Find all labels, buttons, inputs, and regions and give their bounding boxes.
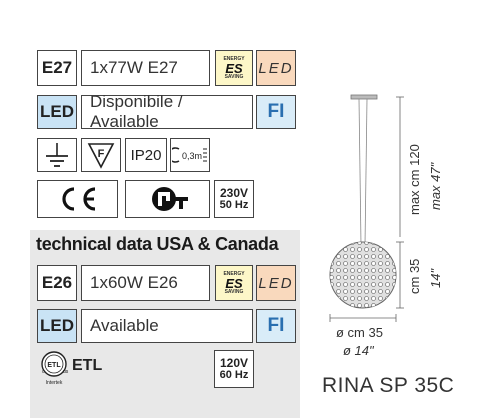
svg-text:ETL: ETL: [47, 362, 61, 369]
usa-bulb-box: 1x60W E26: [81, 265, 210, 301]
diameter-cm: ø cm 35: [336, 325, 383, 340]
ce-box: [37, 180, 118, 218]
usa-availability-label: Available: [90, 316, 159, 335]
distance-label: 0,3m: [182, 151, 202, 161]
socket-label: E27: [41, 58, 73, 77]
etl-label: ETL: [72, 357, 103, 374]
usa-bulb-label: 1x60W E26: [90, 273, 178, 292]
energy-saving-bottom: SAVING: [224, 74, 244, 80]
usa-energy-saving-bottom: SAVING: [224, 289, 244, 295]
ip-box: IP20: [125, 138, 167, 172]
height-cm: cm 35: [407, 258, 422, 294]
bulb-label: 1x77W E27: [90, 58, 178, 77]
socket-box: E27: [37, 50, 77, 86]
max-height-in: max 47": [428, 162, 443, 210]
height-in: 14": [428, 268, 443, 288]
availability-label: Disponibile / Available: [90, 92, 183, 131]
etl-sub-label: Intertek: [46, 380, 63, 386]
energy-saving-badge: ENERGY ES SAVING: [215, 50, 253, 86]
availability-box: Disponibile / Available: [81, 92, 253, 131]
pendant-lamp-drawing: [329, 94, 404, 322]
ground-icon: [46, 143, 68, 167]
ip-label: IP20: [130, 146, 162, 164]
usa-finish-label: FI: [267, 315, 285, 336]
etl-mark: ETL c us Intertek ETL: [38, 349, 118, 387]
min-distance-icon: 0,3m: [172, 147, 207, 163]
usa-socket-box: E26: [37, 265, 77, 301]
svg-text:c: c: [42, 369, 45, 375]
usa-voltage-label: 120V: [219, 356, 249, 370]
etl-listed-icon: ETL c us Intertek: [41, 351, 69, 386]
usa-led-box: LED: [37, 309, 77, 343]
led-badge-label: LED: [258, 59, 294, 77]
usa-led-badge-label: LED: [258, 274, 294, 292]
gost-r-icon: [151, 187, 188, 211]
ce-mark-icon: [61, 187, 95, 211]
voltage-box: 230V 50 Hz: [214, 180, 254, 218]
distance-box: 0,3m: [170, 138, 210, 172]
energy-saving-mark: ES: [225, 61, 243, 76]
usa-energy-saving-badge: ENERGY ES SAVING: [215, 265, 253, 301]
usa-availability-box: Available: [81, 309, 253, 343]
usa-led-badge: LED: [256, 265, 296, 301]
energy-saving-top: ENERGY: [223, 56, 245, 62]
flammable-box: F: [81, 138, 121, 172]
led-badge: LED: [256, 50, 296, 86]
usa-finish-box: FI: [256, 309, 296, 343]
voltage-label: 230V: [219, 186, 249, 200]
usa-voltage-box: 120V 60 Hz: [214, 350, 254, 388]
model-name: RINA SP 35C: [322, 374, 455, 397]
flammable-surface-icon: F: [87, 143, 115, 169]
gost-box: [125, 180, 210, 218]
finish-label: FI: [267, 101, 285, 122]
led-box: LED: [37, 95, 77, 129]
diameter-in: ø 14": [343, 343, 374, 358]
usa-led-label: LED: [40, 316, 74, 335]
bulb-box: 1x77W E27: [81, 50, 210, 86]
usa-frequency-label: 60 Hz: [219, 369, 249, 381]
max-height-cm: max cm 120: [407, 144, 422, 215]
usa-energy-saving-mark: ES: [225, 276, 243, 291]
usa-section-title: technical data USA & Canada: [36, 234, 279, 254]
finish-box: FI: [256, 95, 296, 129]
ground-box: [37, 138, 77, 172]
frequency-label: 50 Hz: [219, 199, 249, 211]
usa-socket-label: E26: [41, 273, 73, 292]
usa-energy-saving-top: ENERGY: [223, 271, 245, 277]
svg-text:F: F: [98, 148, 105, 160]
led-label: LED: [40, 102, 74, 121]
svg-text:us: us: [63, 369, 69, 375]
